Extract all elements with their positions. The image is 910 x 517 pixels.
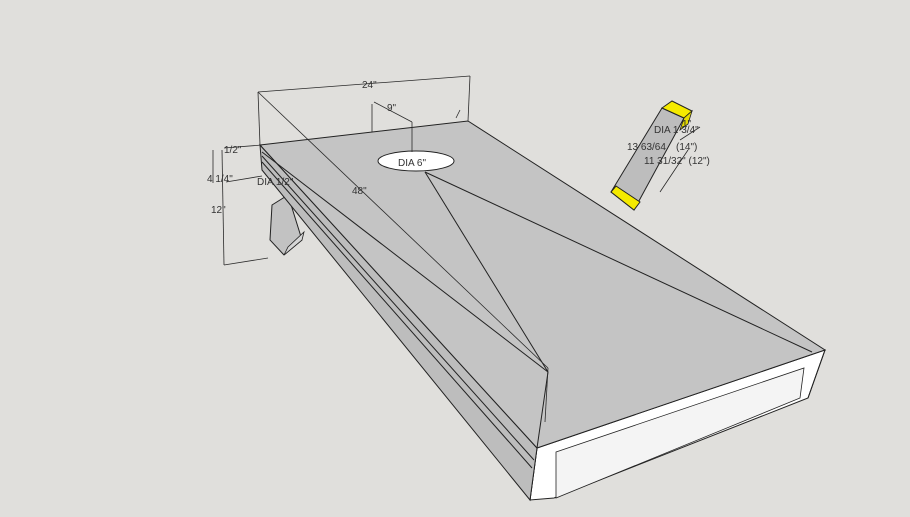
dim-frame-height-label: 4 1/4" xyxy=(207,174,233,185)
dim-frame-thickness-label: 1/2" xyxy=(224,145,242,156)
dim-leg-height-label: 12" xyxy=(211,205,226,216)
dim-leg-dia-label: DIA 1/2" xyxy=(257,177,294,188)
guide-line xyxy=(424,171,813,353)
leg-part-length-a-paren: (14") xyxy=(676,142,697,153)
leg-part-bottom-highlight xyxy=(610,185,641,211)
guide-line xyxy=(536,371,549,449)
back-leg-side xyxy=(283,230,305,256)
guide-line xyxy=(424,171,549,373)
board-hole[interactable] xyxy=(377,150,455,172)
dim-hole-offset-label: 9" xyxy=(387,103,397,114)
leg-part-top-side xyxy=(679,109,693,132)
leg-part-length-b-label: 11 31/32" (12") xyxy=(644,156,710,167)
leg-part[interactable] xyxy=(610,100,701,211)
leg-part-length-a-label: 13 63/64 xyxy=(627,142,666,153)
board-top-surface[interactable] xyxy=(258,120,827,449)
leg-part-small-label: 1" xyxy=(682,119,692,130)
board-front-face-panel xyxy=(555,367,805,499)
dim-hole-diameter-label: DIA 6" xyxy=(398,158,426,169)
guide-line xyxy=(261,151,549,373)
leg-part-dia-label: DIA 1 3/4" xyxy=(654,125,699,136)
dim-width-label: 24" xyxy=(362,80,377,91)
dim-length-label: 48" xyxy=(352,186,367,197)
